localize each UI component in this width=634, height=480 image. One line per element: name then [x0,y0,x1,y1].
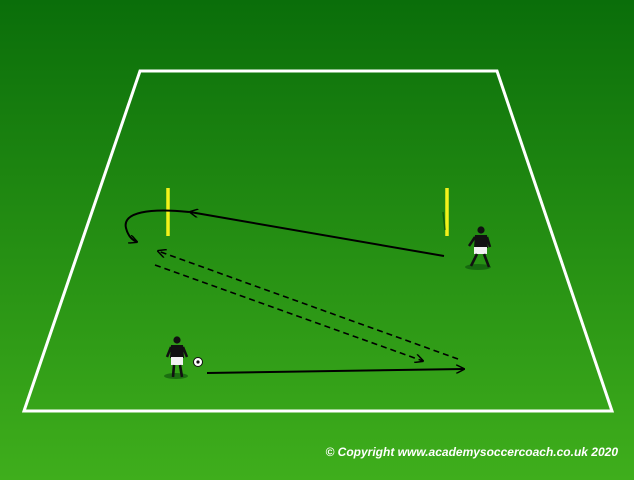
player-bottom-left-with-ball [164,336,189,379]
right-pole [442,188,449,236]
pitch-boundary [21,69,615,413]
dashed-run-arrow-1 [154,264,423,361]
dashed-run-arrow-2 [158,251,459,360]
solid-return-arrow [190,212,445,257]
copyright-text: © Copyright www.academysoccercoach.co.uk… [325,445,618,459]
curved-run-arrow [124,209,190,242]
player-top-right [465,226,492,270]
soccer-ball-icon [193,357,203,367]
solid-pass-arrow [206,369,464,374]
